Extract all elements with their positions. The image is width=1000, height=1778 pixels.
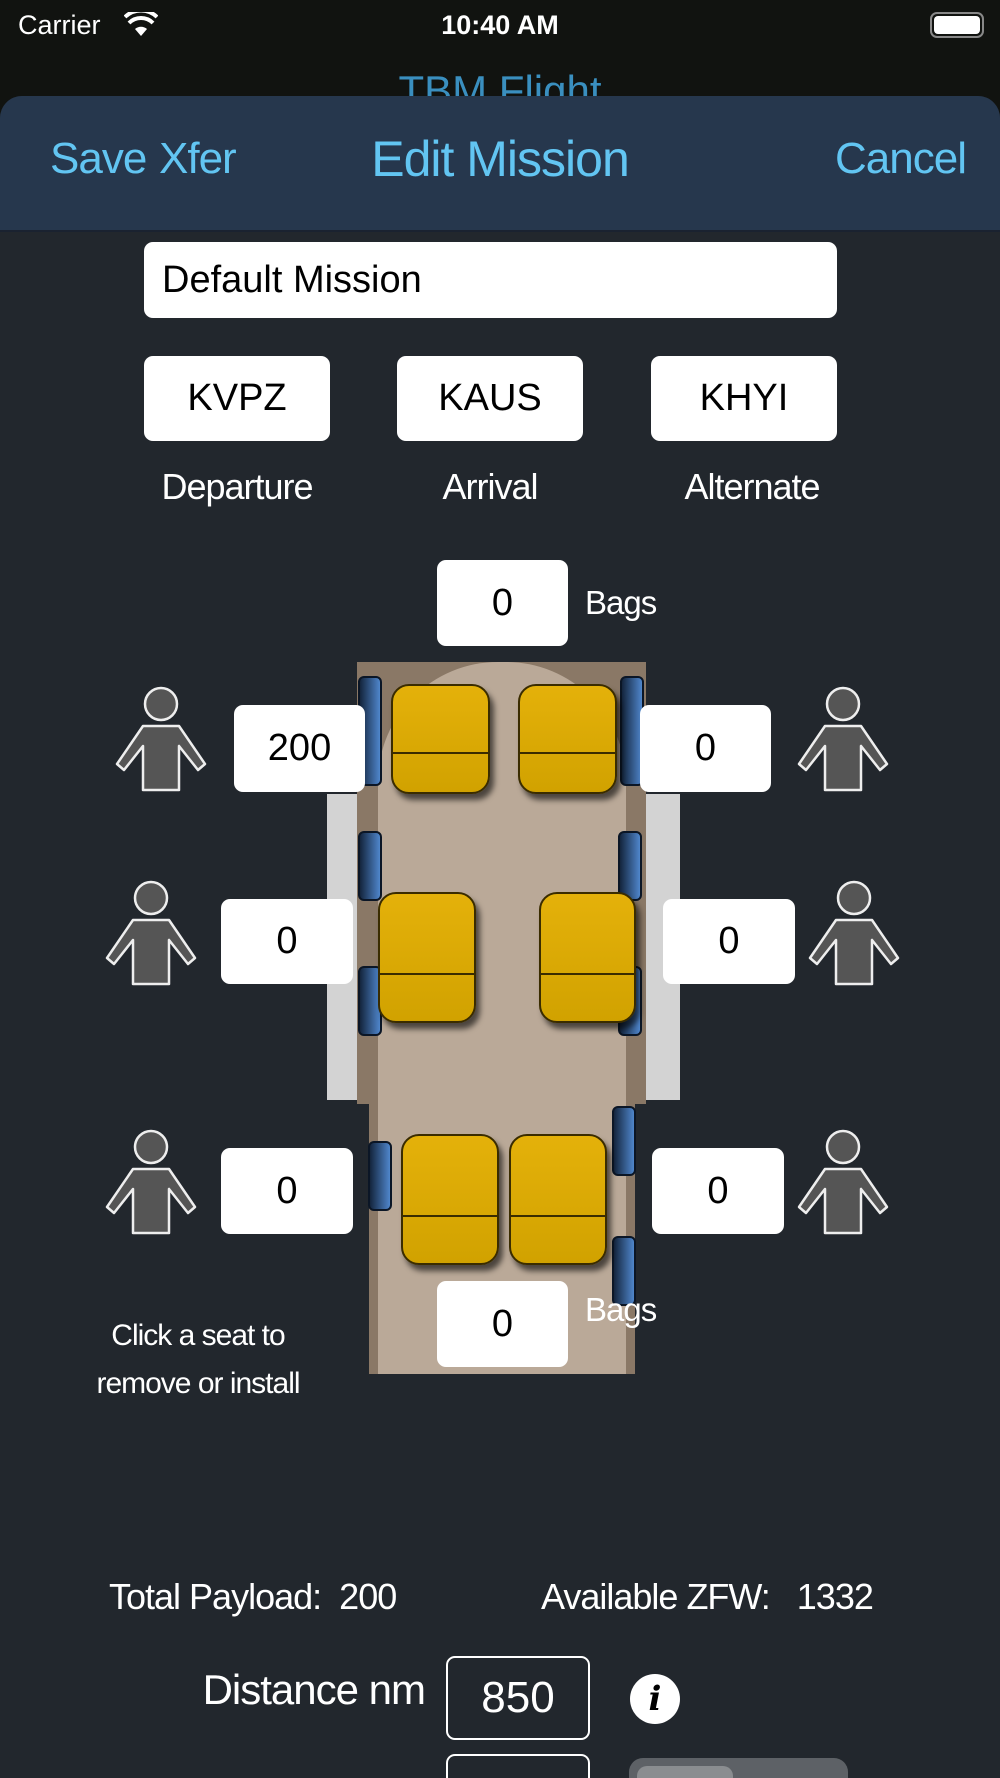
available-zfw-label: Available ZFW: — [541, 1576, 771, 1617]
alternate-input[interactable]: KHYI — [651, 356, 837, 441]
info-icon[interactable]: i — [630, 1674, 680, 1724]
mission-name-input[interactable]: Default Mission — [144, 242, 837, 318]
seat-row3-right[interactable] — [509, 1134, 607, 1265]
seat-weight-row3-right[interactable]: 0 — [652, 1148, 784, 1234]
window — [618, 831, 642, 901]
background-title: TBM Flight — [398, 67, 602, 98]
passenger-icon — [808, 880, 900, 986]
clock: 10:40 AM — [441, 10, 559, 40]
hint-line: Click a seat to — [111, 1319, 285, 1352]
wifi-icon — [124, 12, 158, 36]
toggle-knob — [637, 1766, 733, 1778]
arrival-input[interactable]: KAUS — [397, 356, 583, 441]
seat-weight-row1-right[interactable]: 0 — [640, 705, 771, 792]
toggle-switch[interactable] — [629, 1758, 848, 1778]
departure-input[interactable]: KVPZ — [144, 356, 330, 441]
seat-weight-row2-right[interactable]: 0 — [663, 899, 795, 984]
arrival-label: Arrival — [442, 466, 538, 507]
rear-bags-label: Bags — [585, 1291, 657, 1328]
passenger-icon — [115, 686, 207, 792]
hint-line: remove or install — [96, 1367, 300, 1400]
seat-row3-left[interactable] — [401, 1134, 499, 1265]
seat-row2-right[interactable] — [539, 892, 636, 1023]
save-button[interactable]: Save — [50, 134, 147, 183]
distance-input[interactable]: 850 — [446, 1656, 590, 1740]
total-payload-value: 200 — [339, 1576, 397, 1617]
passenger-icon — [797, 1129, 889, 1235]
window — [358, 831, 382, 901]
passenger-icon — [105, 1129, 197, 1235]
passenger-icon — [105, 880, 197, 986]
seat-weight-row3-left[interactable]: 0 — [221, 1148, 353, 1234]
seat-weight-row2-left[interactable]: 0 — [221, 899, 353, 984]
window — [368, 1141, 392, 1211]
carrier-label: Carrier — [18, 10, 101, 40]
passenger-icon — [797, 686, 889, 792]
distance-label: Distance nm — [202, 1666, 426, 1713]
edit-mission-sheet: Save Xfer Edit Mission Cancel Default Mi… — [0, 96, 1000, 1778]
cancel-button[interactable]: Cancel — [835, 134, 967, 183]
seat-weight-row1-left[interactable]: 200 — [234, 705, 365, 792]
status-bar: Carrier 10:40 AM — [0, 0, 1000, 50]
seat-row2-left[interactable] — [378, 892, 476, 1023]
front-bags-label: Bags — [585, 584, 657, 621]
seat-row1-left[interactable] — [391, 684, 490, 794]
next-input[interactable] — [446, 1754, 590, 1778]
available-zfw-value: 1332 — [796, 1576, 874, 1617]
window — [612, 1106, 636, 1176]
front-bags-input[interactable]: 0 — [437, 560, 568, 646]
total-payload-label: Total Payload: — [109, 1576, 322, 1617]
alternate-label: Alternate — [684, 466, 820, 507]
window — [612, 1236, 636, 1306]
total-payload: Total Payload: 200 — [109, 1576, 397, 1618]
seat-hint: Click a seat to remove or install — [60, 1312, 336, 1408]
nav-bar: Save Xfer Edit Mission Cancel — [0, 96, 1000, 232]
available-zfw: Available ZFW: 1332 — [541, 1576, 874, 1618]
battery-icon — [930, 12, 984, 38]
departure-label: Departure — [161, 466, 313, 507]
rear-bags-input[interactable]: 0 — [437, 1281, 568, 1367]
xfer-button[interactable]: Xfer — [159, 134, 237, 183]
seat-row1-right[interactable] — [518, 684, 617, 794]
